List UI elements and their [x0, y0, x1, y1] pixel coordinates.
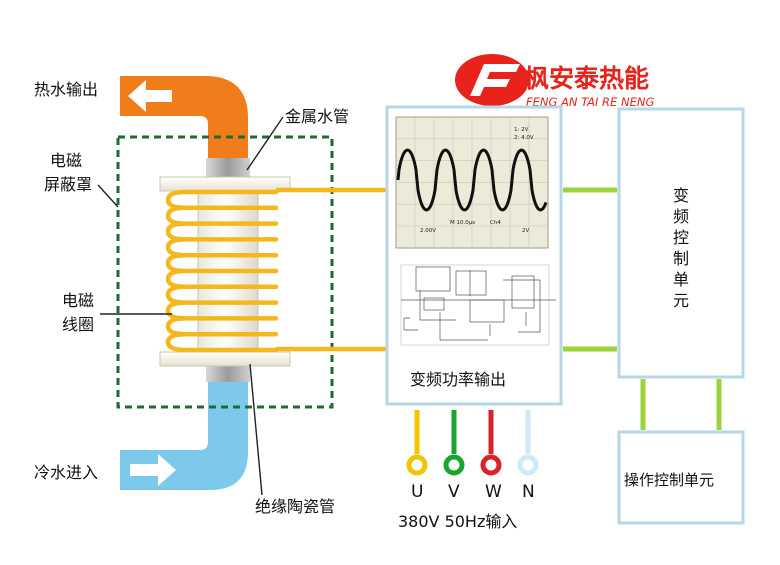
oscilloscope-waveform	[396, 148, 548, 212]
scope-readout-3: 2.00V	[420, 228, 436, 234]
cold-water-pipe	[120, 378, 248, 490]
cold-water-input-label: 冷水进入	[34, 463, 98, 482]
ceramic-pipe-label: 绝缘陶瓷管	[255, 497, 335, 516]
shield-pointer	[97, 184, 119, 208]
scope-readout-4: M 10.0μs	[450, 220, 475, 226]
input-spec-label: 380V 50Hz输入	[398, 512, 517, 531]
ceramic-flange-bottom	[159, 351, 291, 367]
metal-pipe-label: 金属水管	[285, 107, 349, 126]
hot-water-output-label: 热水输出	[34, 80, 98, 99]
power-output-label: 变频功率输出	[410, 370, 506, 389]
vf-control-label: 变 频 控 制 单 元	[673, 186, 689, 310]
terminal-label-v: V	[448, 482, 460, 502]
ceramic-flange-top	[159, 176, 291, 192]
terminal-connector-w	[480, 454, 502, 476]
scope-readout-6: 2V	[522, 228, 529, 234]
vf-control-char: 单	[673, 270, 689, 289]
coil-label-line2: 线圈	[62, 315, 94, 334]
terminal-label-u: U	[411, 482, 423, 502]
hot-water-pipe	[120, 76, 248, 168]
vf-control-char: 频	[673, 207, 689, 226]
operation-control-label: 操作控制单元	[624, 471, 714, 489]
circuit-schematic	[400, 264, 556, 346]
oscilloscope-screen: 1: 2V 2: 4.0V 2.00V M 10.0μs Ch4 2V	[395, 116, 549, 249]
brand-logo-f-mark	[470, 64, 520, 96]
terminal-label-w: W	[485, 482, 502, 502]
vf-control-char: 元	[673, 291, 689, 310]
shield-label-line2: 屏蔽罩	[44, 175, 92, 194]
ceramic-pipe-pointer	[249, 363, 263, 496]
vf-control-char: 控	[673, 228, 689, 247]
brand-logo: 枫安泰热能 FENG AN TAI RE NENG	[455, 54, 654, 109]
coil-windings	[165, 189, 279, 353]
vf-control-char: 变	[673, 186, 689, 205]
vf-control-char: 制	[673, 249, 689, 268]
vf-control-box	[617, 107, 745, 379]
scope-readout-2: 2: 4.0V	[514, 135, 534, 141]
terminal-connector-u	[406, 454, 428, 476]
hot-water-arrow-icon	[128, 80, 172, 112]
coil-label-line1: 电磁	[62, 291, 94, 310]
em-shield-box	[116, 135, 334, 409]
brand-name: 枫安泰热能	[524, 64, 649, 93]
scope-readout-5: Ch4	[490, 220, 501, 226]
terminal-connector-v	[443, 454, 465, 476]
scope-readout-1: 1: 2V	[514, 127, 529, 133]
terminal-label-n: N	[522, 482, 535, 502]
terminal-connector-n	[517, 454, 539, 476]
metal-pipe-pointer	[246, 116, 284, 171]
operation-control-box	[617, 430, 745, 525]
shield-label-line1: 电磁	[50, 151, 82, 170]
em-coil	[165, 189, 279, 353]
cold-water-arrow-icon	[130, 454, 176, 486]
